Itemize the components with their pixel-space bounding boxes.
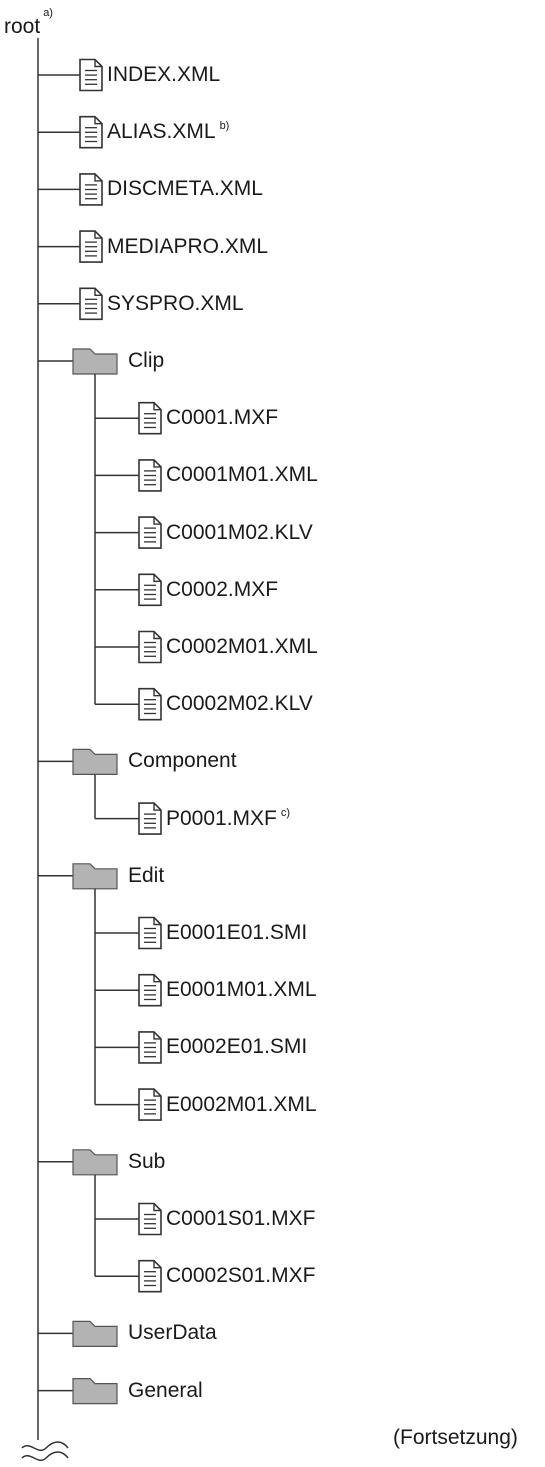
entry-name: Edit [128, 863, 165, 887]
file-entry: C0002.MXF [166, 578, 278, 602]
entry-name: SYSPRO.XML [107, 291, 244, 315]
file-document-icon [79, 173, 103, 206]
file-entry: C0001S01.MXF [166, 1207, 315, 1231]
file-document-icon [138, 516, 162, 549]
entry-name: UserData [128, 1321, 217, 1345]
entry-name: C0002M01.XML [166, 635, 318, 658]
folder-icon [72, 1378, 118, 1405]
entry-name: E0001E01.SMI [166, 921, 308, 944]
entry-name: C0001M01.XML [166, 463, 318, 487]
continuation-note: (Fortsetzung) [393, 1426, 518, 1449]
file-document-icon [138, 973, 162, 1007]
file-document-icon [79, 230, 103, 263]
folder-icon [72, 1149, 118, 1176]
folder-icon [72, 863, 118, 890]
file-entry: DISCMETA.XML [107, 177, 263, 201]
file-document-icon [79, 115, 103, 149]
file-document-icon [138, 1259, 162, 1293]
entry-name: E0002M01.XML [166, 1092, 317, 1116]
entry-name: INDEX.XML [107, 63, 221, 86]
file-document-icon [138, 630, 162, 664]
folder-entry: General [128, 1379, 203, 1403]
file-entry: E0002E01.SMI [166, 1035, 307, 1059]
root-footnote: a) [43, 7, 53, 19]
file-document-icon [79, 287, 103, 321]
entry-name: DISCMETA.XML [107, 177, 263, 201]
file-document-icon [138, 916, 162, 950]
entry-name: MEDIAPRO.XML [107, 234, 269, 258]
file-entry: C0002M02.KLV [166, 692, 313, 716]
file-entry: E0001M01.XML [166, 978, 317, 1002]
entry-footnote: c) [280, 806, 291, 819]
entry-name: C0001.MXF [166, 406, 279, 430]
entry-name: C0001S01.MXF [166, 1207, 316, 1230]
entry-footnote: b) [219, 120, 230, 133]
file-entry: MEDIAPRO.XML [107, 235, 268, 259]
folder-entry: Clip [128, 349, 164, 373]
file-entry: C0002M01.XML [166, 635, 318, 659]
entry-name: E0001M01.XML [166, 978, 317, 1002]
file-entry: C0001M02.KLV [166, 521, 313, 545]
entry-name: C0002S01.MXF [166, 1264, 316, 1288]
file-document-icon [138, 687, 162, 721]
folder-entry: UserData [128, 1321, 217, 1345]
wavy-break-icon [21, 1441, 69, 1461]
folder-icon [72, 1320, 118, 1347]
file-document-icon [138, 1088, 162, 1121]
folder-icon [72, 348, 118, 375]
entry-name: C0002.MXF [166, 577, 279, 601]
file-entry: E0001E01.SMI [166, 921, 307, 945]
entry-name: C0001M02.KLV [166, 520, 313, 544]
file-entry: SYSPRO.XML [107, 292, 244, 316]
file-document-icon [138, 802, 162, 835]
file-entry: C0001M01.XML [166, 463, 318, 487]
entry-name: E0002E01.SMI [166, 1035, 308, 1059]
file-document-icon [138, 573, 162, 607]
entry-name: ALIAS.XML [107, 120, 216, 144]
root-label: roota) [4, 7, 53, 39]
entry-name: C0002M02.KLV [166, 692, 313, 716]
file-entry: C0001.MXF [166, 406, 278, 430]
file-document-icon [79, 58, 103, 92]
entry-name: P0001.MXF [166, 806, 277, 830]
folder-icon [72, 748, 118, 775]
folder-entry: Sub [128, 1150, 165, 1174]
file-document-icon [138, 1202, 162, 1236]
file-document-icon [138, 459, 162, 492]
file-entry: INDEX.XML [107, 63, 220, 87]
folder-entry: Edit [128, 864, 164, 888]
entry-name: Sub [128, 1149, 166, 1173]
folder-entry: Component [128, 749, 237, 773]
file-entry: C0002S01.MXF [166, 1264, 315, 1288]
entry-name: General [128, 1378, 203, 1402]
entry-name: Component [128, 749, 237, 773]
entry-name: Clip [128, 349, 165, 372]
file-entry: E0002M01.XML [166, 1093, 317, 1117]
file-document-icon [138, 401, 162, 435]
file-document-icon [138, 1031, 162, 1064]
root-name: root [4, 15, 41, 38]
